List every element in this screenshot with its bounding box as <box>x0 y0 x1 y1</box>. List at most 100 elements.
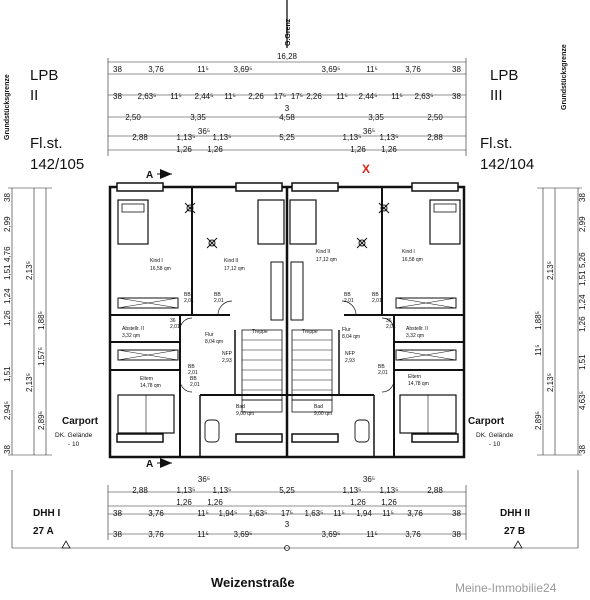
svg-text:1,94: 1,94 <box>356 509 372 518</box>
svg-text:2,88: 2,88 <box>427 133 443 142</box>
svg-text:1,88⁵: 1,88⁵ <box>37 311 46 330</box>
watermark-text: Meine-Immobilie24 <box>455 581 557 595</box>
dhh-right-number: 27 B <box>504 526 525 537</box>
svg-text:38: 38 <box>452 509 461 518</box>
section-markers: A A <box>146 169 172 470</box>
svg-text:1,26: 1,26 <box>350 498 366 507</box>
svg-text:2,26: 2,26 <box>306 92 322 101</box>
svg-text:BB: BB <box>184 292 191 298</box>
svg-text:1,24: 1,24 <box>578 294 587 310</box>
svg-text:2,89⁵: 2,89⁵ <box>534 411 543 430</box>
svg-text:2,44⁵: 2,44⁵ <box>195 92 214 101</box>
svg-text:3,35: 3,35 <box>190 113 206 122</box>
svg-text:36: 36 <box>170 318 176 324</box>
flst-right-number: 142/104 <box>480 156 534 173</box>
svg-text:NFP: NFP <box>222 351 233 357</box>
bottom-markers <box>61 540 523 551</box>
svg-text:2,01: 2,01 <box>214 298 224 304</box>
svg-text:2,63⁵: 2,63⁵ <box>138 92 157 101</box>
svg-text:3,76: 3,76 <box>405 65 421 74</box>
room-abst-right: Abstellr. II <box>406 326 428 332</box>
svg-text:17⁵: 17⁵ <box>274 92 286 101</box>
room-kind1-right: Kind I <box>402 249 415 255</box>
svg-text:3,76: 3,76 <box>407 509 423 518</box>
property-boundary-left-label: Grundstücksgrenze <box>4 74 11 140</box>
room-flur-right: Flur <box>342 327 351 333</box>
lpb-right-number: III <box>490 87 503 104</box>
svg-text:1,13⁵: 1,13⁵ <box>343 486 362 495</box>
svg-text:BB: BB <box>378 364 385 370</box>
svg-text:11⁵: 11⁵ <box>366 530 378 539</box>
svg-text:2,13⁵: 2,13⁵ <box>25 261 34 280</box>
svg-text:4,63⁵: 4,63⁵ <box>578 391 587 410</box>
svg-text:1,26: 1,26 <box>207 498 223 507</box>
svg-text:11⁵: 11⁵ <box>333 509 345 518</box>
svg-text:11⁵: 11⁵ <box>382 509 394 518</box>
svg-text:2,99: 2,99 <box>3 216 12 232</box>
flst-right-label: Fl.st. <box>480 135 513 152</box>
room-bad-right: Bad <box>314 404 323 410</box>
svg-text:1,26: 1,26 <box>350 145 366 154</box>
svg-text:1,26: 1,26 <box>176 498 192 507</box>
svg-text:38: 38 <box>452 92 461 101</box>
room-labels: Kind I 16,58 qm Kind II 17,12 qm Kind II… <box>122 249 429 417</box>
svg-text:2,44⁵: 2,44⁵ <box>359 92 378 101</box>
svg-text:36⁵: 36⁵ <box>198 475 210 484</box>
svg-text:2,01: 2,01 <box>170 324 180 330</box>
room-bad-left: Bad <box>236 404 245 410</box>
svg-text:17⁵: 17⁵ <box>281 509 293 518</box>
svg-text:36⁵: 36⁵ <box>198 127 210 136</box>
svg-text:1,57⁵: 1,57⁵ <box>37 347 46 366</box>
bottom-dimension-lines <box>11 470 579 549</box>
dhh-left-label: DHH I <box>33 508 60 519</box>
svg-text:1,63⁵: 1,63⁵ <box>305 509 324 518</box>
marker-x: X <box>362 162 370 176</box>
svg-text:2,93: 2,93 <box>345 358 355 364</box>
side-dimension-lines <box>8 187 582 456</box>
svg-text:1,51: 1,51 <box>578 354 587 370</box>
room-treppe-left: Treppe <box>252 329 268 335</box>
svg-text:1,88⁵: 1,88⁵ <box>534 311 543 330</box>
svg-text:1,51: 1,51 <box>3 366 12 382</box>
svg-text:3,69⁵: 3,69⁵ <box>234 530 253 539</box>
building-plan <box>108 182 466 459</box>
svg-text:4,76: 4,76 <box>3 246 12 262</box>
room-flur-right-area: 8,04 qm <box>342 334 360 340</box>
flst-left-label: Fl.st. <box>30 135 63 152</box>
svg-text:3,35: 3,35 <box>368 113 384 122</box>
svg-text:38: 38 <box>578 193 587 202</box>
svg-text:5,26: 5,26 <box>578 252 587 268</box>
room-kind2-right: Kind II <box>316 249 330 255</box>
svg-text:1,13⁵: 1,13⁵ <box>177 486 196 495</box>
room-abst-left: Abstellr. II <box>122 326 144 332</box>
room-kind1-left: Kind I <box>150 258 163 264</box>
svg-text:11⁵: 11⁵ <box>224 92 236 101</box>
carport-left-label: Carport <box>62 416 99 427</box>
svg-text:3,76: 3,76 <box>405 530 421 539</box>
svg-text:2,88: 2,88 <box>132 486 148 495</box>
svg-text:2,99: 2,99 <box>578 216 587 232</box>
svg-text:11⁵: 11⁵ <box>391 92 403 101</box>
room-bad-left-area: 9,00 qm <box>236 411 254 417</box>
terrain-right-value: - 10 <box>489 441 501 448</box>
svg-text:2,01: 2,01 <box>190 382 200 388</box>
svg-text:3,76: 3,76 <box>148 530 164 539</box>
room-kind1-right-area: 16,58 qm <box>402 257 423 263</box>
svg-text:BB: BB <box>214 292 221 298</box>
svg-text:1,94⁵: 1,94⁵ <box>219 509 238 518</box>
svg-text:2,88: 2,88 <box>132 133 148 142</box>
boundary-top-label: G.Grenz <box>285 18 292 46</box>
svg-text:1,26: 1,26 <box>176 145 192 154</box>
svg-text:38: 38 <box>113 92 122 101</box>
svg-text:2,94⁵: 2,94⁵ <box>3 401 12 420</box>
room-kind2-left: Kind II <box>224 258 238 264</box>
room-treppe-right: Treppe <box>302 329 318 335</box>
top-dimension-texts: 16,28 38 3,76 11⁵ 3,69⁵ 3,69⁵ 11⁵ 3,76 3… <box>113 52 461 154</box>
svg-text:11⁵: 11⁵ <box>534 344 543 356</box>
svg-text:2,13⁵: 2,13⁵ <box>546 373 555 392</box>
room-bad-right-area: 9,00 qm <box>314 411 332 417</box>
lpb-right-label: LPB <box>490 67 518 84</box>
svg-text:36⁵: 36⁵ <box>363 475 375 484</box>
top-left-labels: LPB II Fl.st. 142/105 <box>30 67 84 173</box>
